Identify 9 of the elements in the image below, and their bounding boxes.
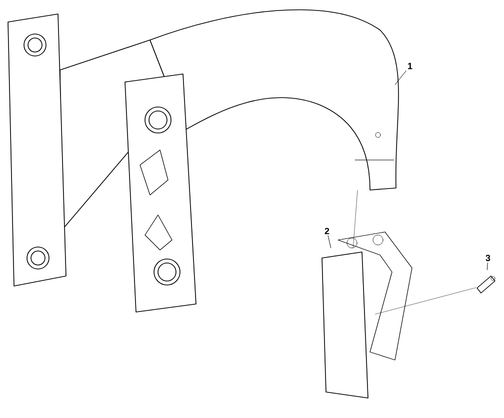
callout-number: 3 — [486, 254, 490, 262]
assembly-line — [352, 190, 358, 248]
leader-line — [486, 262, 488, 270]
callout-number: 1 — [408, 62, 412, 70]
leader-line — [394, 70, 406, 85]
pin-drawing — [476, 276, 496, 294]
callout-number: 2 — [324, 228, 330, 234]
assembly-line — [375, 288, 476, 314]
leader-line — [328, 236, 332, 248]
